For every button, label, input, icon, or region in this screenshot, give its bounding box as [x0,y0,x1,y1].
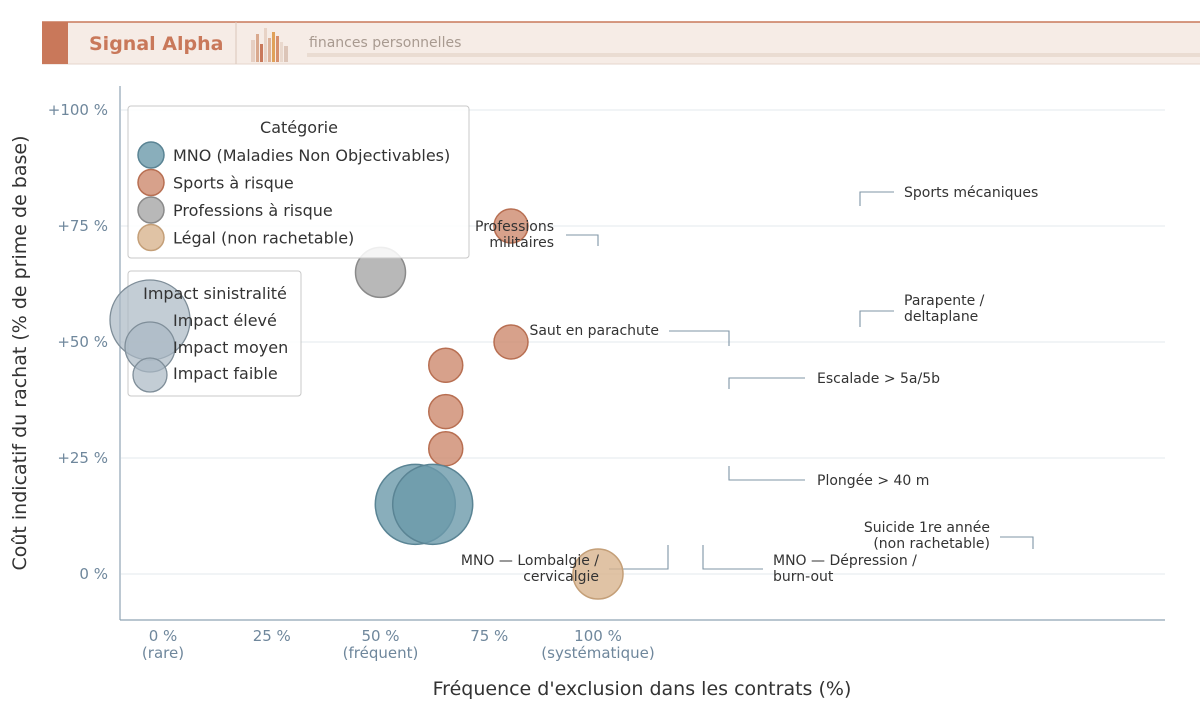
brand-logo-icon [251,28,288,62]
x-tick-sublabel: (rare) [142,644,184,662]
annotation-label: deltaplane [904,309,978,325]
legend-impact-label: Impact élevé [173,311,277,330]
annotation-leader [669,330,730,346]
y-axis-title: Coût indicatif du rachat (% de prime de … [9,135,31,570]
annotation-leader [609,545,669,570]
annotation-label: MNO — Lombalgie / [461,553,599,569]
x-tick-label: 25 % [253,627,291,645]
data-point [428,347,464,383]
legend-category-label: Professions à risque [173,201,333,220]
legend-category-title: Catégorie [260,118,338,137]
legend-impact-label: Impact moyen [173,338,288,357]
annotation-leader [566,234,599,246]
legend-category-box [127,105,470,259]
annotation-label: Professions [475,219,554,235]
data-point [428,393,464,430]
annotation-leader [728,377,805,389]
annotation-label: Parapente / [904,293,985,309]
annotation-label: Saut en parachute [529,323,659,339]
annotation-label: burn-out [773,569,834,585]
data-points [354,208,624,600]
annotation-label: militaires [489,235,554,251]
y-tick-label: 0 % [79,565,108,583]
data-point [572,548,624,600]
y-tick-label: +100 % [48,101,108,119]
annotation-leader [728,466,805,481]
x-axis-title: Fréquence d'exclusion dans les contrats … [433,678,852,700]
y-tick-label: +75 % [57,217,108,235]
annotation-label: Plongée > 40 m [817,473,929,489]
data-point [428,430,464,467]
legend-category: Catégorie MNO (Maladies Non Objectivable… [127,105,470,259]
legend-category-label: Légal (non rachetable) [173,229,354,248]
x-tick-sublabel: (systématique) [541,644,654,662]
annotation-label: cervicalgie [523,569,599,585]
legend-swatch [137,168,165,197]
data-point [493,324,529,360]
legend-impact-label: Impact faible [173,364,278,383]
data-point [391,463,474,546]
header-band: Signal Alpha finances personnelles [42,21,1200,65]
annotation-leader [702,545,763,570]
annotation-label: MNO — Dépression / [773,553,917,569]
x-tick-label: 50 % [361,627,399,645]
y-axis-ticks: 0 % +25 % +50 % +75 % +100 % [48,101,108,583]
x-tick-sublabel: (fréquent) [343,644,419,662]
y-tick-label: +50 % [57,333,108,351]
legend-category-label: Sports à risque [173,174,294,193]
header-subtitle: finances personnelles [309,35,461,51]
x-axis-ticks: 0 %(rare) 25 % 50 %(fréquent) 75 % 100 %(sys… [142,627,655,662]
x-tick-label: 75 % [470,627,508,645]
legend-impact-title: Impact sinistralité [143,284,287,303]
annotations: Sports mécaniquesProfessionsmilitairesPa… [461,185,1038,585]
x-tick-label: 100 % [574,627,622,645]
legend-swatch [137,196,165,224]
annotation-label: Sports mécaniques [904,185,1038,201]
annotation-leader [859,310,894,327]
header-accent-block [42,22,68,64]
legend-swatch [137,141,165,169]
data-point [493,208,529,244]
y-tick-label: +25 % [57,449,108,467]
annotation-leader [859,191,894,206]
legend-category-label: MNO (Maladies Non Objectivables) [173,146,450,165]
annotation-leaders [566,191,1034,570]
legend-swatch [137,223,165,252]
annotation-label: (non rachetable) [873,536,990,552]
annotation-label: Escalade > 5a/5b [817,371,940,387]
brand-name: Signal Alpha [89,33,223,55]
header-underline-bar [307,53,1200,57]
legend-impact-swatch [132,357,168,393]
x-tick-label: 0 % [149,627,178,645]
annotation-label: Suicide 1re année [864,520,990,536]
annotation-leader [1000,536,1034,549]
